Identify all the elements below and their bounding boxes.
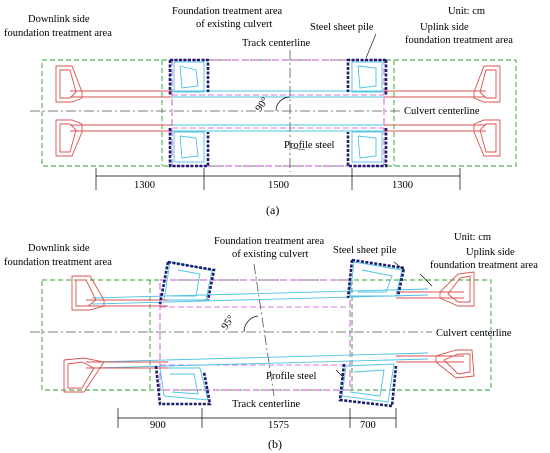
label-existing-a: Foundation treatment area bbox=[172, 6, 283, 17]
label-profile-a: Profile steel bbox=[284, 140, 335, 151]
steel-sheet-piles-b bbox=[154, 258, 406, 408]
approach-ends-b bbox=[63, 271, 475, 393]
label-downlink-b-2: foundation treatment area bbox=[4, 257, 112, 268]
label-track-b: Track centerline bbox=[232, 399, 300, 410]
caption-b: (b) bbox=[268, 437, 282, 451]
label-uplink-b-2: foundation treatment area bbox=[430, 260, 538, 271]
track-centerline-b bbox=[253, 263, 275, 397]
label-existing-a-2: of existing culvert bbox=[196, 19, 272, 30]
label-pile-b: Steel sheet pile bbox=[333, 245, 397, 256]
steel-sheet-piles-a bbox=[168, 58, 388, 168]
label-downlink-b: Downlink side bbox=[28, 243, 90, 254]
approach-ends-a bbox=[55, 65, 501, 157]
existing-culvert-area-b bbox=[159, 279, 351, 391]
label-unit-a: Unit: cm bbox=[448, 6, 485, 17]
panel-b: Unit: cm Foundation treatment area of ex… bbox=[4, 232, 538, 451]
dim-b-right: 700 bbox=[360, 420, 376, 431]
leader-lines-b bbox=[335, 261, 433, 379]
label-profile-b: Profile steel bbox=[266, 371, 317, 382]
leader-lines-a bbox=[291, 33, 377, 151]
dim-a-left: 1300 bbox=[134, 180, 155, 191]
dim-a-mid: 1500 bbox=[268, 180, 289, 191]
existing-culvert-area-a bbox=[171, 59, 385, 167]
dim-b-mid: 1575 bbox=[268, 420, 289, 431]
label-unit-b: Unit: cm bbox=[454, 232, 491, 243]
label-downlink-a-2: foundation treatment area bbox=[4, 28, 112, 39]
label-uplink-b: Uplink side bbox=[466, 247, 515, 258]
label-existing-b-2: of existing culvert bbox=[232, 249, 308, 260]
label-existing-b: Foundation treatment area bbox=[214, 236, 325, 247]
culvert-body-b bbox=[91, 261, 429, 403]
label-track-a: Track centerline bbox=[242, 38, 310, 49]
caption-a: (a) bbox=[266, 203, 279, 217]
dimension-line-b bbox=[117, 408, 397, 428]
dim-b-left: 900 bbox=[150, 420, 166, 431]
dimension-line-a bbox=[95, 168, 461, 190]
label-angle-b: 95° bbox=[220, 314, 237, 332]
label-pile-a: Steel sheet pile bbox=[310, 22, 374, 33]
dim-a-right: 1300 bbox=[392, 180, 413, 191]
label-uplink-a-2: foundation treatment area bbox=[405, 35, 513, 46]
label-downlink-a: Downlink side bbox=[28, 14, 90, 25]
angle-arc-b bbox=[243, 315, 259, 333]
label-uplink-a: Uplink side bbox=[420, 22, 469, 33]
label-culvert-cl-a: Culvert centerline bbox=[404, 106, 480, 117]
label-culvert-cl-b: Culvert centerline bbox=[436, 328, 512, 339]
panel-a: Downlink side foundation treatment area … bbox=[4, 6, 517, 217]
angle-arc-a bbox=[275, 96, 291, 112]
